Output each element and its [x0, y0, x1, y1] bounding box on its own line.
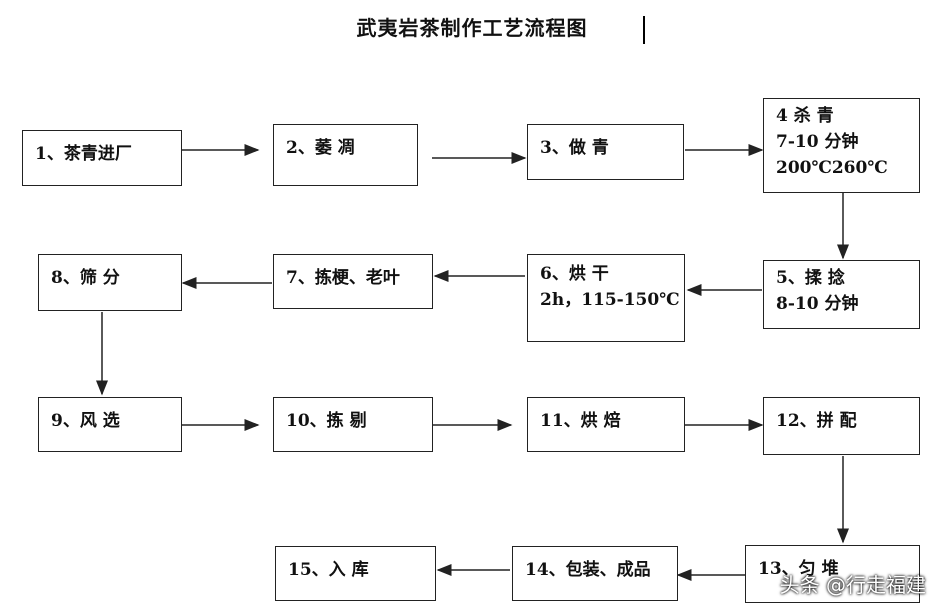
step-12-label: 12、拼 配 — [776, 411, 857, 431]
step-15-box: 15、入 库 — [275, 546, 436, 601]
step-3-box: 3、做 青 — [527, 124, 684, 180]
step-1-label: 1、茶青进厂 — [35, 144, 132, 164]
step-4-box: 4 杀 青 7-10 分钟 200℃260℃ — [763, 98, 920, 193]
step-5-box: 5、揉 捻 8-10 分钟 — [763, 260, 920, 329]
step-4-label: 4 杀 青 — [776, 106, 834, 126]
step-11-box: 11、烘 焙 — [527, 397, 685, 452]
step-11-label: 11、烘 焙 — [540, 411, 621, 431]
watermark: 头条 @行走福建 — [779, 573, 926, 597]
step-7-box: 7、拣梗、老叶 — [273, 254, 433, 309]
step-5-duration: 8-10 分钟 — [776, 294, 859, 314]
step-14-box: 14、包装、成品 — [512, 546, 678, 601]
text-cursor — [643, 16, 645, 44]
step-2-label: 2、萎 凋 — [286, 138, 355, 158]
step-4-temperature: 200℃260℃ — [776, 158, 888, 178]
step-9-label: 9、风 选 — [51, 411, 120, 431]
step-10-box: 10、拣 剔 — [273, 397, 433, 452]
diagram-title: 武夷岩茶制作工艺流程图 — [356, 16, 588, 40]
step-8-box: 8、筛 分 — [38, 254, 182, 311]
step-8-label: 8、筛 分 — [51, 268, 120, 288]
step-6-box: 6、烘 干 2h，115-150℃ — [527, 254, 685, 342]
step-14-label: 14、包装、成品 — [525, 560, 651, 580]
step-10-label: 10、拣 剔 — [286, 411, 367, 431]
step-3-label: 3、做 青 — [540, 138, 609, 158]
step-9-box: 9、风 选 — [38, 397, 182, 452]
step-6-time-temp: 2h，115-150℃ — [540, 290, 680, 310]
step-15-label: 15、入 库 — [288, 560, 369, 580]
step-7-label: 7、拣梗、老叶 — [286, 268, 400, 288]
step-4-duration: 7-10 分钟 — [776, 132, 859, 152]
step-13-label: 13、匀 堆 — [758, 559, 839, 579]
step-12-box: 12、拼 配 — [763, 397, 920, 455]
step-5-label: 5、揉 捻 — [776, 268, 845, 288]
step-1-box: 1、茶青进厂 — [22, 130, 182, 186]
step-13-box: 13、匀 堆 — [745, 545, 920, 603]
step-6-label: 6、烘 干 — [540, 264, 609, 284]
step-2-box: 2、萎 凋 — [273, 124, 418, 186]
